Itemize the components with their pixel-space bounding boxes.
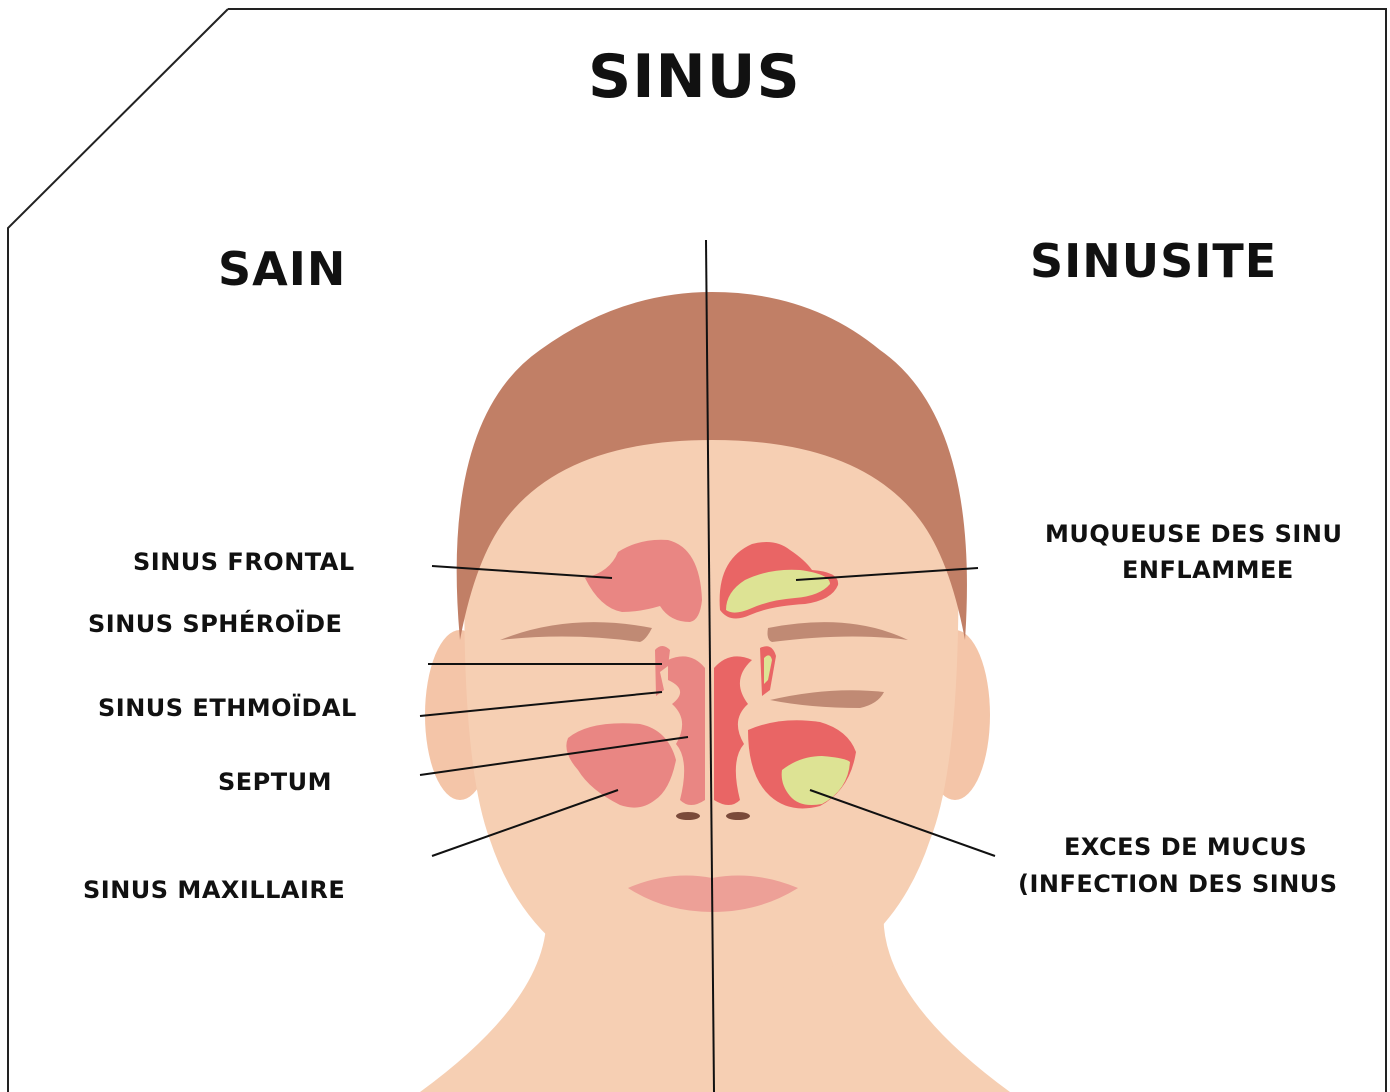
label-muqueuse-line2: ENFLAMMEE	[1122, 556, 1294, 584]
label-septum: SEPTUM	[218, 768, 332, 796]
right-heading: SINUSITE	[1030, 234, 1277, 288]
label-muqueuse-line1: MUQUEUSE DES SINU	[1045, 520, 1342, 548]
label-sinus-ethmoidal: SINUS ETHMOÏDAL	[98, 694, 357, 722]
label-sinus-frontal: SINUS FRONTAL	[133, 548, 355, 576]
label-exces-line2: (INFECTION DES SINUS	[1018, 870, 1338, 898]
left-nostril	[676, 812, 700, 820]
label-sinus-maxillaire: SINUS MAXILLAIRE	[83, 876, 345, 904]
right-nostril	[726, 812, 750, 820]
label-exces-line1: EXCES DE MUCUS	[1064, 833, 1307, 861]
label-sinus-spheroide: SINUS SPHÉROÏDE	[88, 610, 342, 638]
diagram-title: SINUS	[588, 42, 801, 112]
left-heading: SAIN	[218, 242, 346, 296]
